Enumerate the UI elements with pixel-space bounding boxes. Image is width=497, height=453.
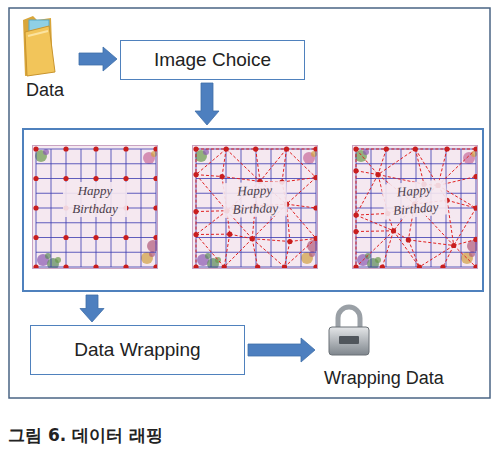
lock-icon-node: Wrapping Data (318, 298, 490, 392)
node-label: Wrapping Data (318, 368, 490, 389)
image-text: Happy Birthday (222, 181, 287, 218)
flow-arrow (79, 47, 117, 71)
process-box: Data Wrapping (30, 325, 245, 375)
node-label: Image Choice (154, 49, 271, 71)
process-panel: Happy Birthday Happy Birthday Happy Birthd… (22, 128, 484, 292)
lock-icon (324, 302, 374, 358)
folder-icon (19, 14, 59, 78)
image-frame: Happy Birthday (192, 145, 318, 269)
image-frame: Happy Birthday (32, 145, 158, 269)
image-text: Happy Birthday (63, 182, 127, 217)
node-label: Data (14, 80, 76, 101)
flow-arrow (195, 83, 219, 125)
flow-arrow (248, 338, 315, 362)
image-text: Happy Birthday (382, 179, 449, 220)
figure-caption: 그림 6. 데이터 래핑 (8, 424, 163, 447)
flow-arrow (80, 295, 104, 322)
outer-frame-border (9, 8, 490, 398)
image-frame: Happy Birthday (352, 145, 478, 269)
data-folder-icon: Data (14, 14, 76, 104)
node-label: Data Wrapping (74, 339, 200, 361)
process-box: Image Choice (120, 40, 305, 80)
